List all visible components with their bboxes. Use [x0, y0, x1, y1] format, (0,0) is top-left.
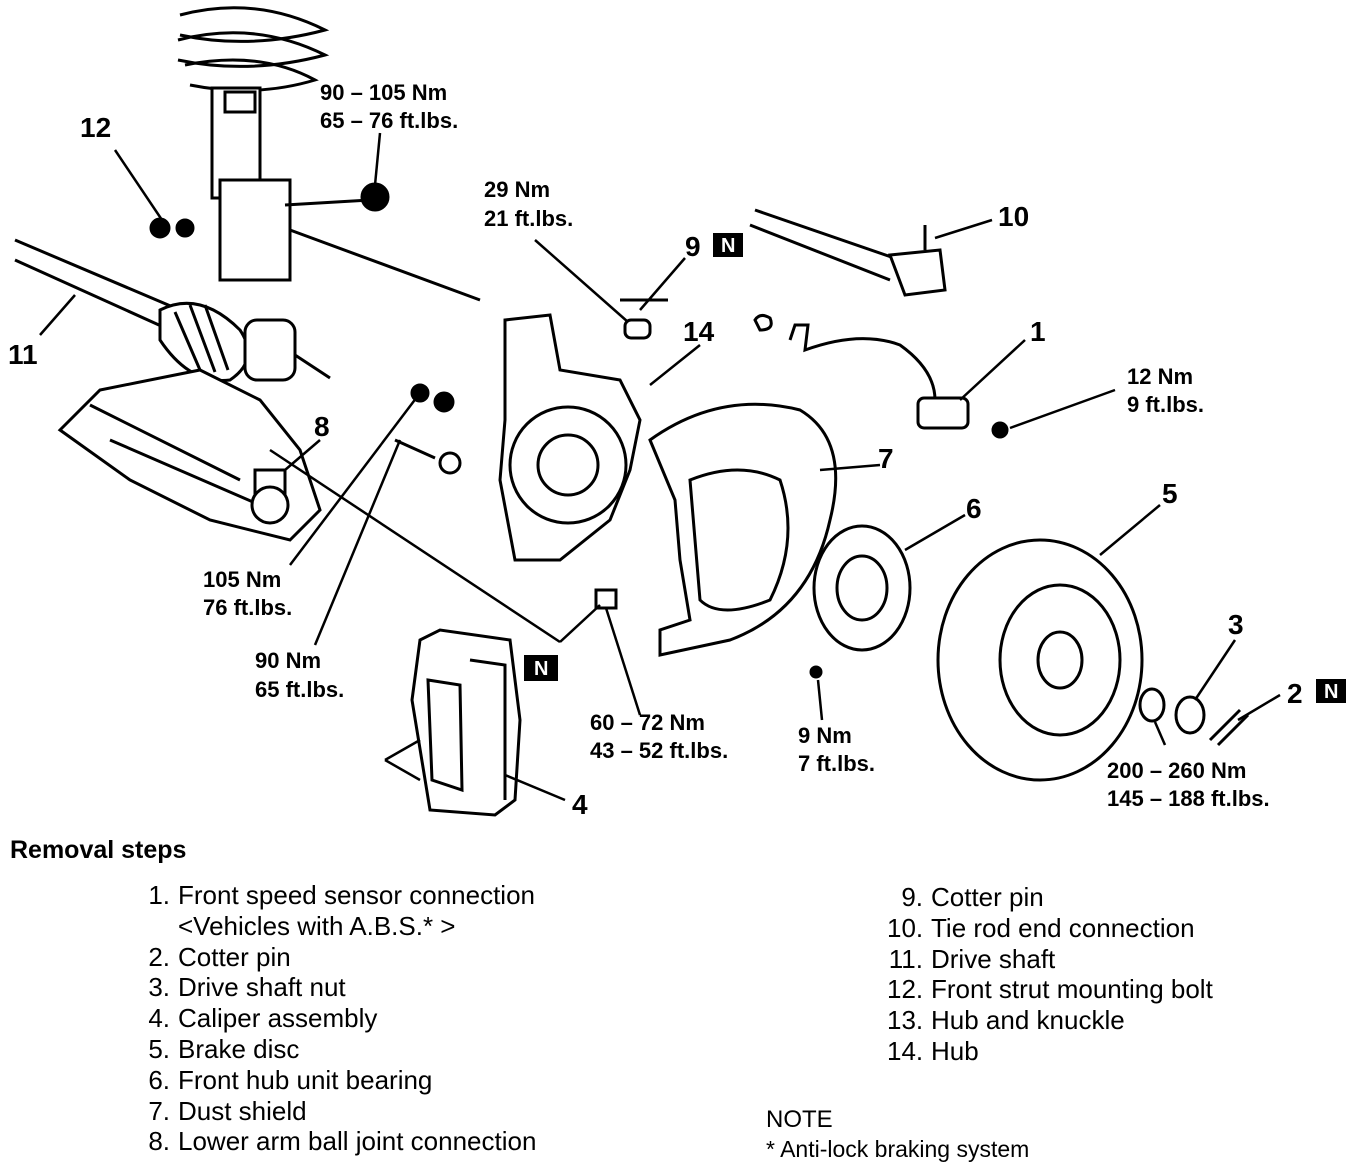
new-part-mark-2: N	[1316, 679, 1346, 703]
dust-shield	[648, 402, 838, 657]
step-item: 12.Front strut mounting bolt	[887, 974, 1213, 1005]
step-item: <Vehicles with A.B.S.* >	[178, 910, 456, 941]
step-item: 8.Lower arm ball joint connection	[148, 1126, 537, 1157]
callout-8: 8	[314, 411, 330, 442]
callout-12: 12	[80, 112, 111, 143]
callout-9: 9	[685, 231, 701, 262]
step-item: 14.Hub	[887, 1035, 979, 1066]
torque-caliper-ft: 43 – 52 ft.lbs.	[590, 738, 728, 763]
torque-sensor-ft: 9 ft.lbs.	[1127, 392, 1204, 417]
torque-nut-nm: 200 – 260 Nm	[1107, 758, 1246, 783]
callout-7: 7	[878, 443, 894, 474]
torque-caliper-nm: 60 – 72 Nm	[590, 710, 705, 735]
strut-assembly	[149, 6, 390, 282]
torque-shield-nm: 9 Nm	[798, 723, 852, 748]
speed-sensor	[753, 313, 1009, 439]
leader-lines	[39, 132, 1281, 802]
note-text: * Anti-lock braking system	[766, 1136, 1030, 1162]
torque-sensor-nm: 12 Nm	[1127, 364, 1193, 389]
step-item: 1.Front speed sensor connection	[148, 880, 535, 910]
torque-balljoint-nm: 105 Nm	[203, 567, 281, 592]
callout-2: 2	[1287, 678, 1303, 709]
tie-rod	[620, 208, 947, 340]
exploded-suspension-diagram: 12 11 8 9 14 10 1 7 6 5 3 2 4 N N N 90 –…	[8, 6, 1346, 820]
step-item: 2.Cotter pin	[148, 941, 291, 972]
hub-bearing	[809, 524, 912, 679]
callout-1: 1	[1030, 316, 1046, 347]
step-item: 13.Hub and knuckle	[887, 1005, 1125, 1036]
lower-arm	[57, 368, 322, 542]
torque-balljoint-ft: 76 ft.lbs.	[203, 595, 292, 620]
removal-steps-title: Removal steps	[10, 836, 187, 864]
drive-shaft	[14, 228, 481, 382]
svg-text:N: N	[1324, 681, 1338, 703]
removal-steps-list-left: 1.Front speed sensor connection <Vehicle…	[140, 880, 536, 1157]
torque-strut-ft: 65 – 76 ft.lbs.	[320, 108, 458, 133]
callout-4: 4	[572, 789, 588, 820]
removal-steps-list-right: 9.Cotter pin 10.Tie rod end connection 1…	[887, 882, 1213, 1067]
torque-tierod-ft: 21 ft.lbs.	[484, 206, 573, 231]
torque-lowerbolt-ft: 65 ft.lbs.	[255, 677, 344, 702]
new-part-mark-lower: N	[524, 655, 558, 681]
torque-nut-ft: 145 – 188 ft.lbs.	[1107, 786, 1270, 811]
callout-11: 11	[8, 339, 38, 370]
note-title: NOTE	[766, 1106, 833, 1133]
callout-5: 5	[1162, 478, 1178, 509]
caliper	[410, 628, 522, 817]
step-item: 7.Dust shield	[148, 1095, 307, 1126]
callout-14: 14	[683, 316, 715, 347]
step-item: 6.Front hub unit bearing	[148, 1064, 433, 1095]
callout-3: 3	[1228, 609, 1244, 640]
torque-lowerbolt-nm: 90 Nm	[255, 648, 321, 673]
step-item: 4.Caliper assembly	[148, 1003, 378, 1034]
knuckle	[394, 313, 642, 610]
callout-10: 10	[998, 201, 1029, 232]
torque-shield-ft: 7 ft.lbs.	[798, 751, 875, 776]
step-item: 3.Drive shaft nut	[148, 972, 346, 1003]
torque-strut-nm: 90 – 105 Nm	[320, 80, 447, 105]
step-item: 11.Drive shaft	[888, 943, 1056, 974]
step-item: 5.Brake disc	[148, 1033, 300, 1064]
step-item: 10.Tie rod end connection	[887, 912, 1195, 943]
step-item: 9.Cotter pin	[901, 882, 1044, 912]
torque-tierod-nm: 29 Nm	[484, 177, 550, 202]
svg-text:N: N	[721, 235, 735, 257]
svg-text:N: N	[534, 658, 548, 680]
new-part-mark-9: N	[713, 233, 743, 257]
brake-disc	[936, 538, 1250, 782]
callout-6: 6	[966, 493, 982, 524]
